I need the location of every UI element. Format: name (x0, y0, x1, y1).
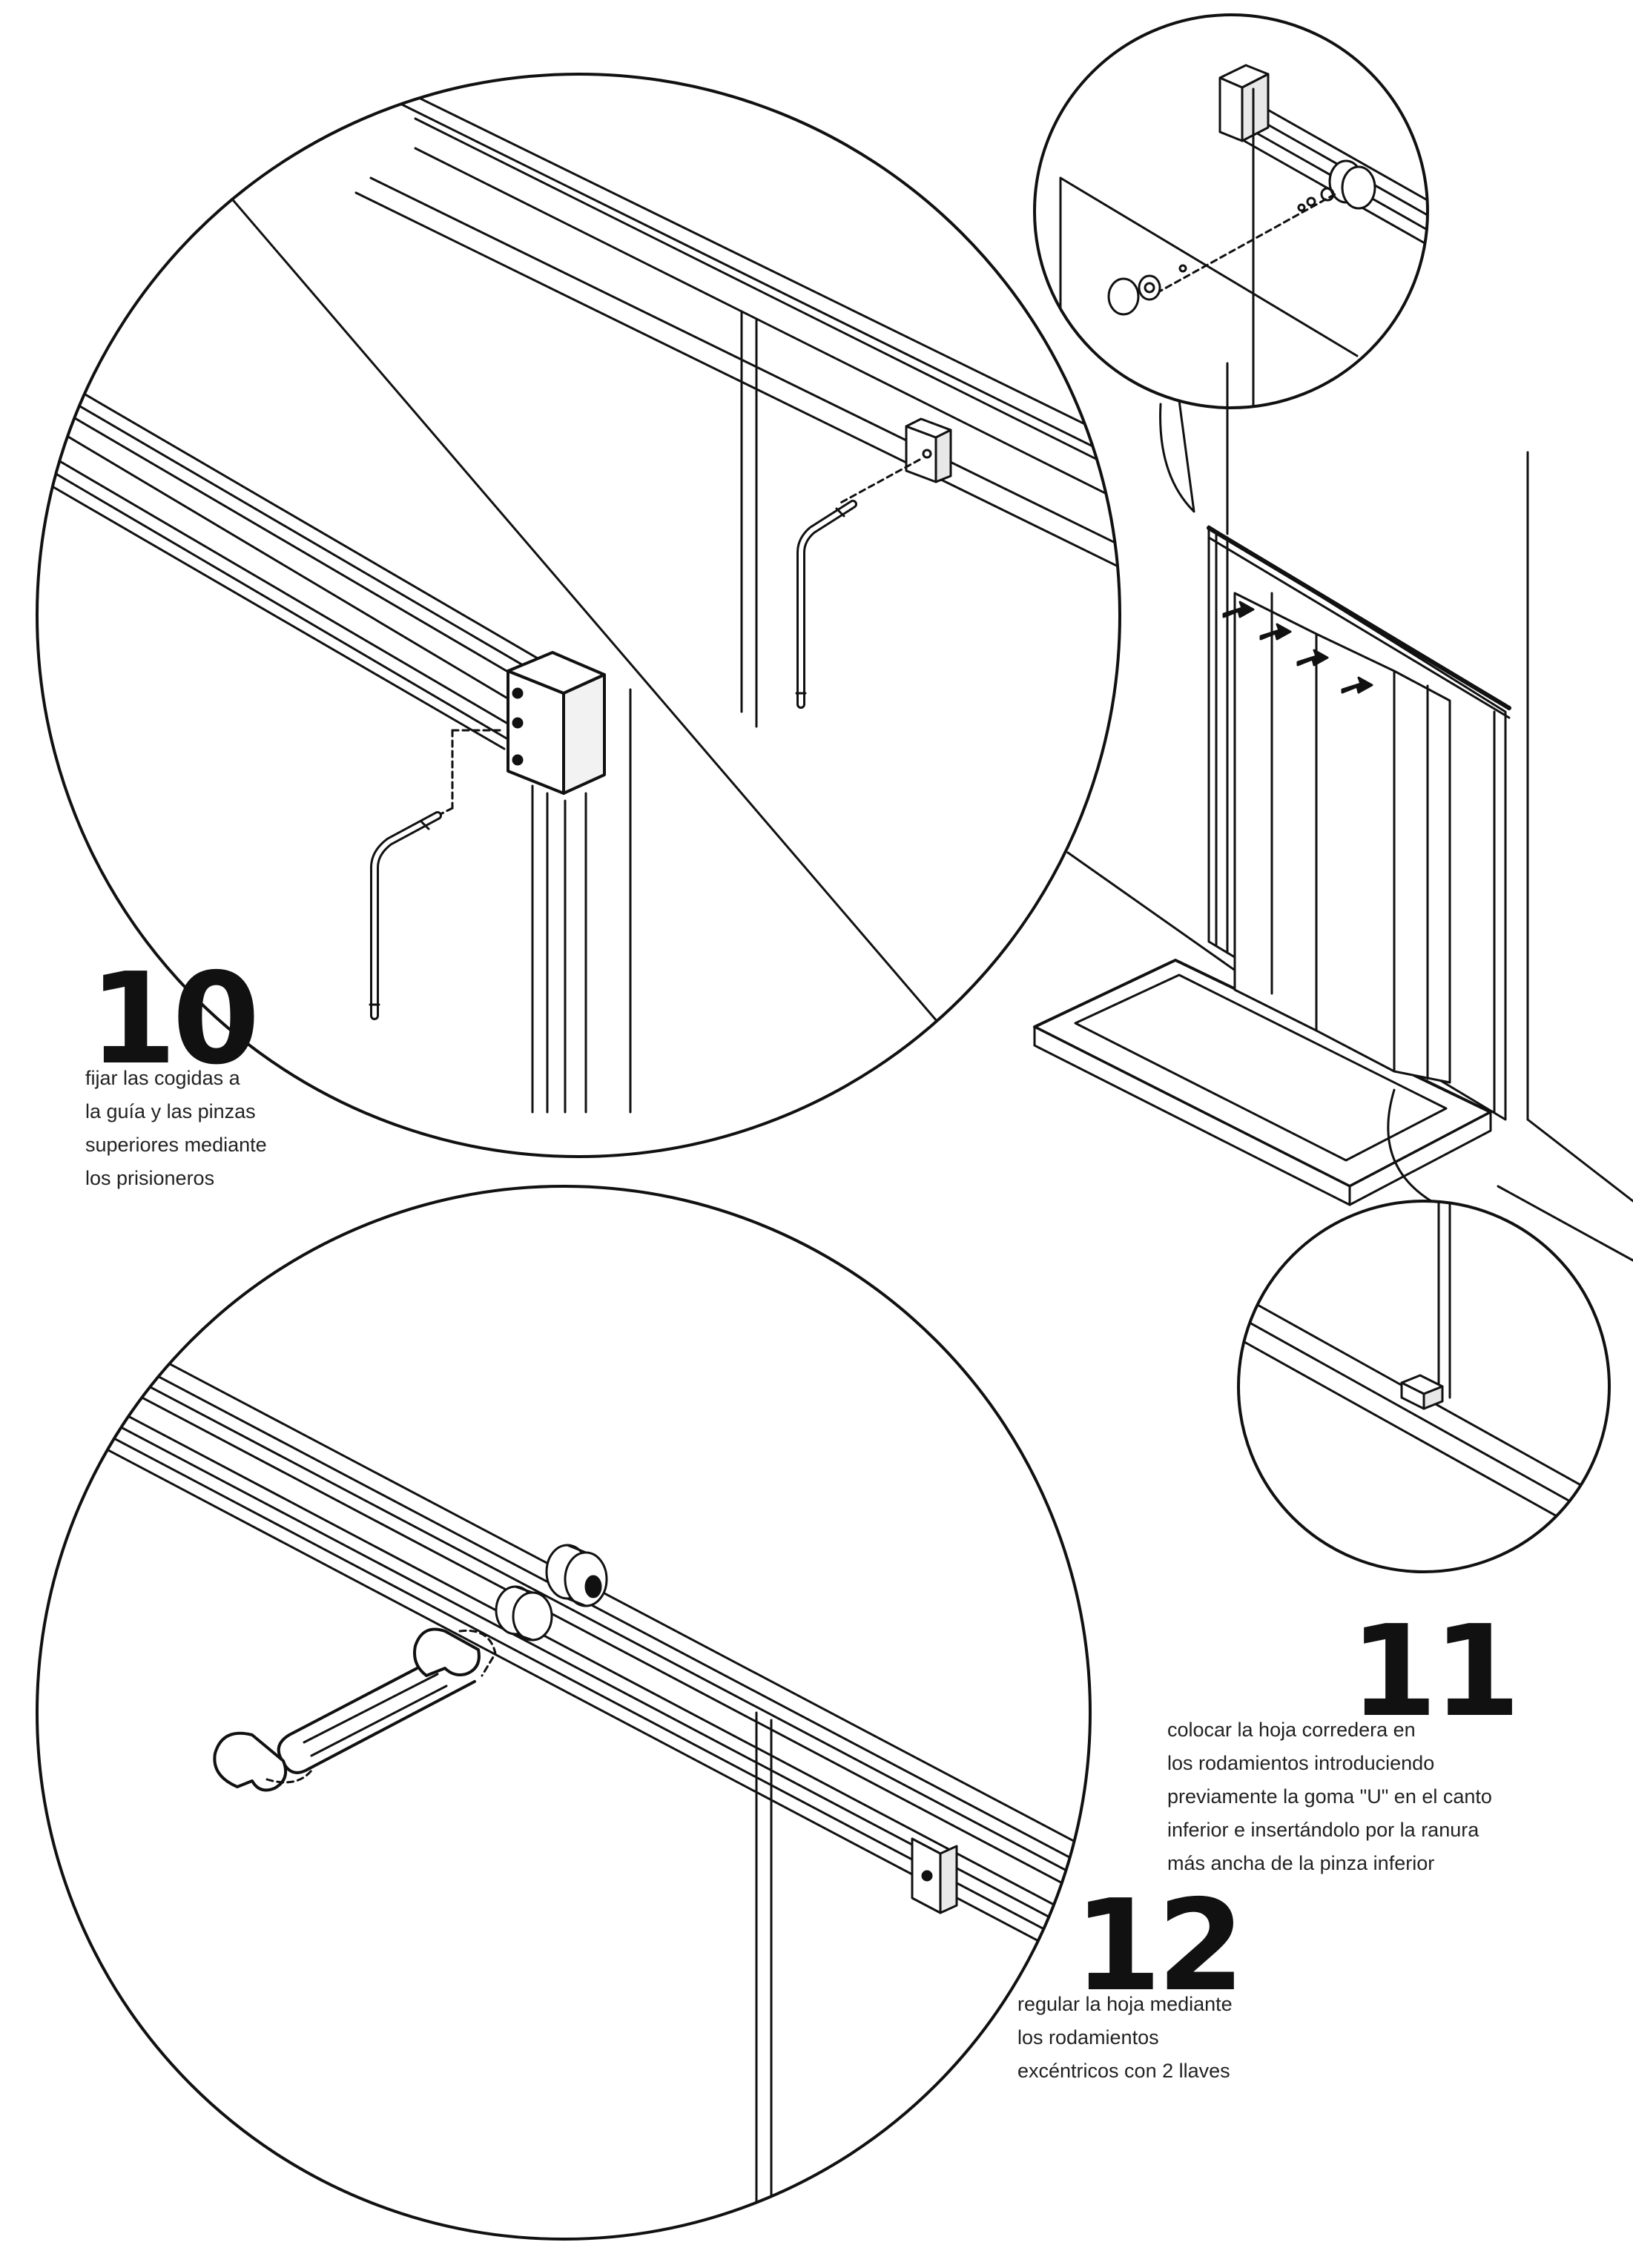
detail-circle-lower-guide (1237, 1200, 1611, 1573)
insert-arrows (1222, 601, 1373, 694)
step-10-line: superiores mediante (85, 1134, 267, 1156)
detail-circle-10 (36, 73, 1121, 1158)
step-11-line: previamente la goma "U" en el canto (1167, 1785, 1492, 1808)
step-10-line: fijar las cogidas a (85, 1067, 240, 1089)
step-11-instructions: colocar la hoja corredera en los rodamie… (1167, 1713, 1492, 1880)
step-10-line: los prisioneros (85, 1167, 215, 1189)
step-11-line: más ancha de la pinza inferior (1167, 1852, 1435, 1874)
step-11-line: inferior e insertándolo por la ranura (1167, 1819, 1479, 1841)
step-11-number: 11 (1350, 1598, 1521, 1745)
step-11-line: los rodamientos introduciendo (1167, 1752, 1435, 1774)
step-12-line: regular la hoja mediante (1017, 1993, 1233, 2015)
main-scene (1033, 362, 1633, 1262)
detail-circle-12 (36, 1185, 1092, 2241)
step-11-line: colocar la hoja corredera en (1167, 1719, 1416, 1741)
step-12-number: 12 (1074, 1873, 1245, 2020)
step-12-line: los rodamientos (1017, 2026, 1159, 2049)
step-10-instructions: fijar las cogidas a la guía y las pinzas… (85, 1062, 267, 1195)
step-12-line: excéntricos con 2 llaves (1017, 2060, 1230, 2082)
step-12-instructions: regular la hoja mediante los rodamientos… (1017, 1988, 1233, 2088)
step-10-number: 10 (89, 946, 260, 1093)
step-10-line: la guía y las pinzas (85, 1100, 256, 1123)
detail-circle-roller (1033, 13, 1429, 513)
